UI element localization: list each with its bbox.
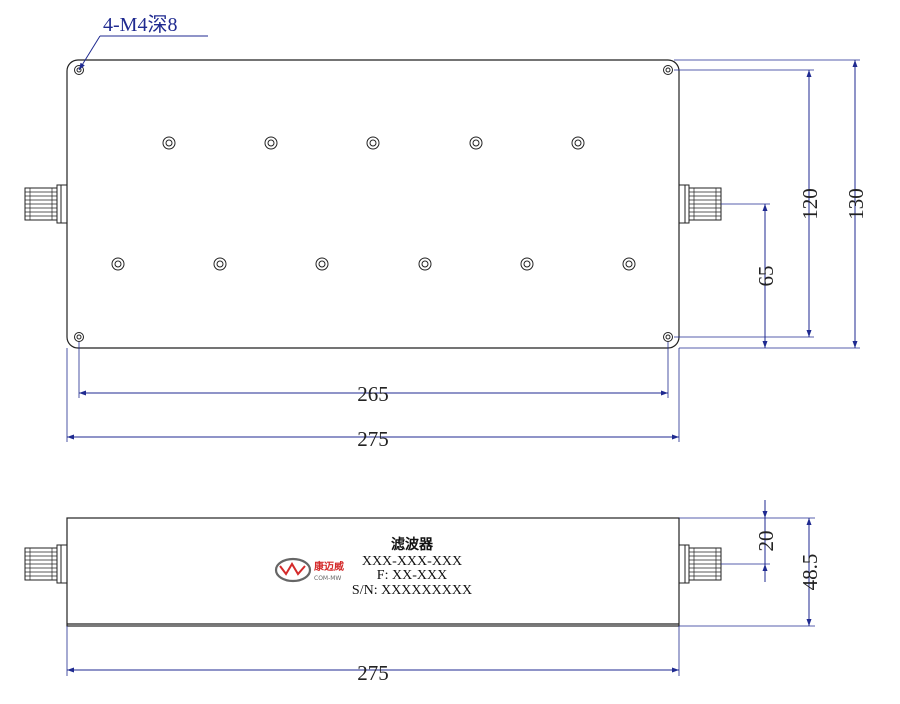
dim-side-height-label: 48.5 bbox=[798, 554, 822, 591]
logo-subtext: COM-MW bbox=[314, 575, 341, 582]
hole-callout: 4-M4深8 bbox=[78, 13, 208, 71]
dim-height-inner-label: 120 bbox=[798, 188, 822, 220]
dim-side-width: 275 bbox=[66, 626, 680, 685]
dim-inner-width-label: 265 bbox=[357, 382, 389, 406]
tuning-screws-row-1 bbox=[162, 136, 585, 150]
left-connector bbox=[24, 184, 68, 224]
dim-connector-offset-label: 65 bbox=[754, 266, 778, 287]
right-connector bbox=[678, 184, 722, 224]
side-left-connector bbox=[24, 544, 68, 584]
dim-vertical-group: 65 120 130 bbox=[674, 59, 868, 349]
logo-text: 康迈威 bbox=[314, 560, 344, 573]
side-view: 康迈威 COM-MW 滤波器 XXX-XXX-XXX F: XX-XXX S/N… bbox=[24, 500, 822, 685]
dim-inner-width: 265 bbox=[78, 342, 669, 406]
top-view-body bbox=[66, 59, 680, 349]
top-view: 4-M4深8 265 275 65 bbox=[24, 13, 868, 451]
dim-outer-width: 275 bbox=[66, 348, 680, 451]
hole-callout-text: 4-M4深8 bbox=[103, 13, 177, 36]
dim-height-outer-label: 130 bbox=[844, 188, 868, 220]
corner-mounting-holes bbox=[74, 65, 673, 342]
side-right-connector bbox=[678, 544, 722, 584]
side-view-body bbox=[66, 517, 680, 627]
tuning-screws-row-2 bbox=[111, 257, 636, 271]
label-serial: S/N: XXXXXXXXX bbox=[352, 583, 472, 598]
product-label: 滤波器 XXX-XXX-XXX F: XX-XXX S/N: XXXXXXXXX bbox=[352, 536, 472, 598]
dim-side-connector-offset-label: 20 bbox=[754, 531, 778, 552]
dim-side-width-label: 275 bbox=[357, 661, 389, 685]
label-frequency: F: XX-XXX bbox=[377, 568, 447, 583]
dim-outer-width-label: 275 bbox=[357, 427, 389, 451]
dim-side-vertical: 20 48.5 bbox=[679, 500, 822, 627]
label-title: 滤波器 bbox=[391, 536, 434, 553]
label-model: XXX-XXX-XXX bbox=[362, 554, 462, 569]
company-logo: 康迈威 COM-MW bbox=[274, 557, 344, 583]
